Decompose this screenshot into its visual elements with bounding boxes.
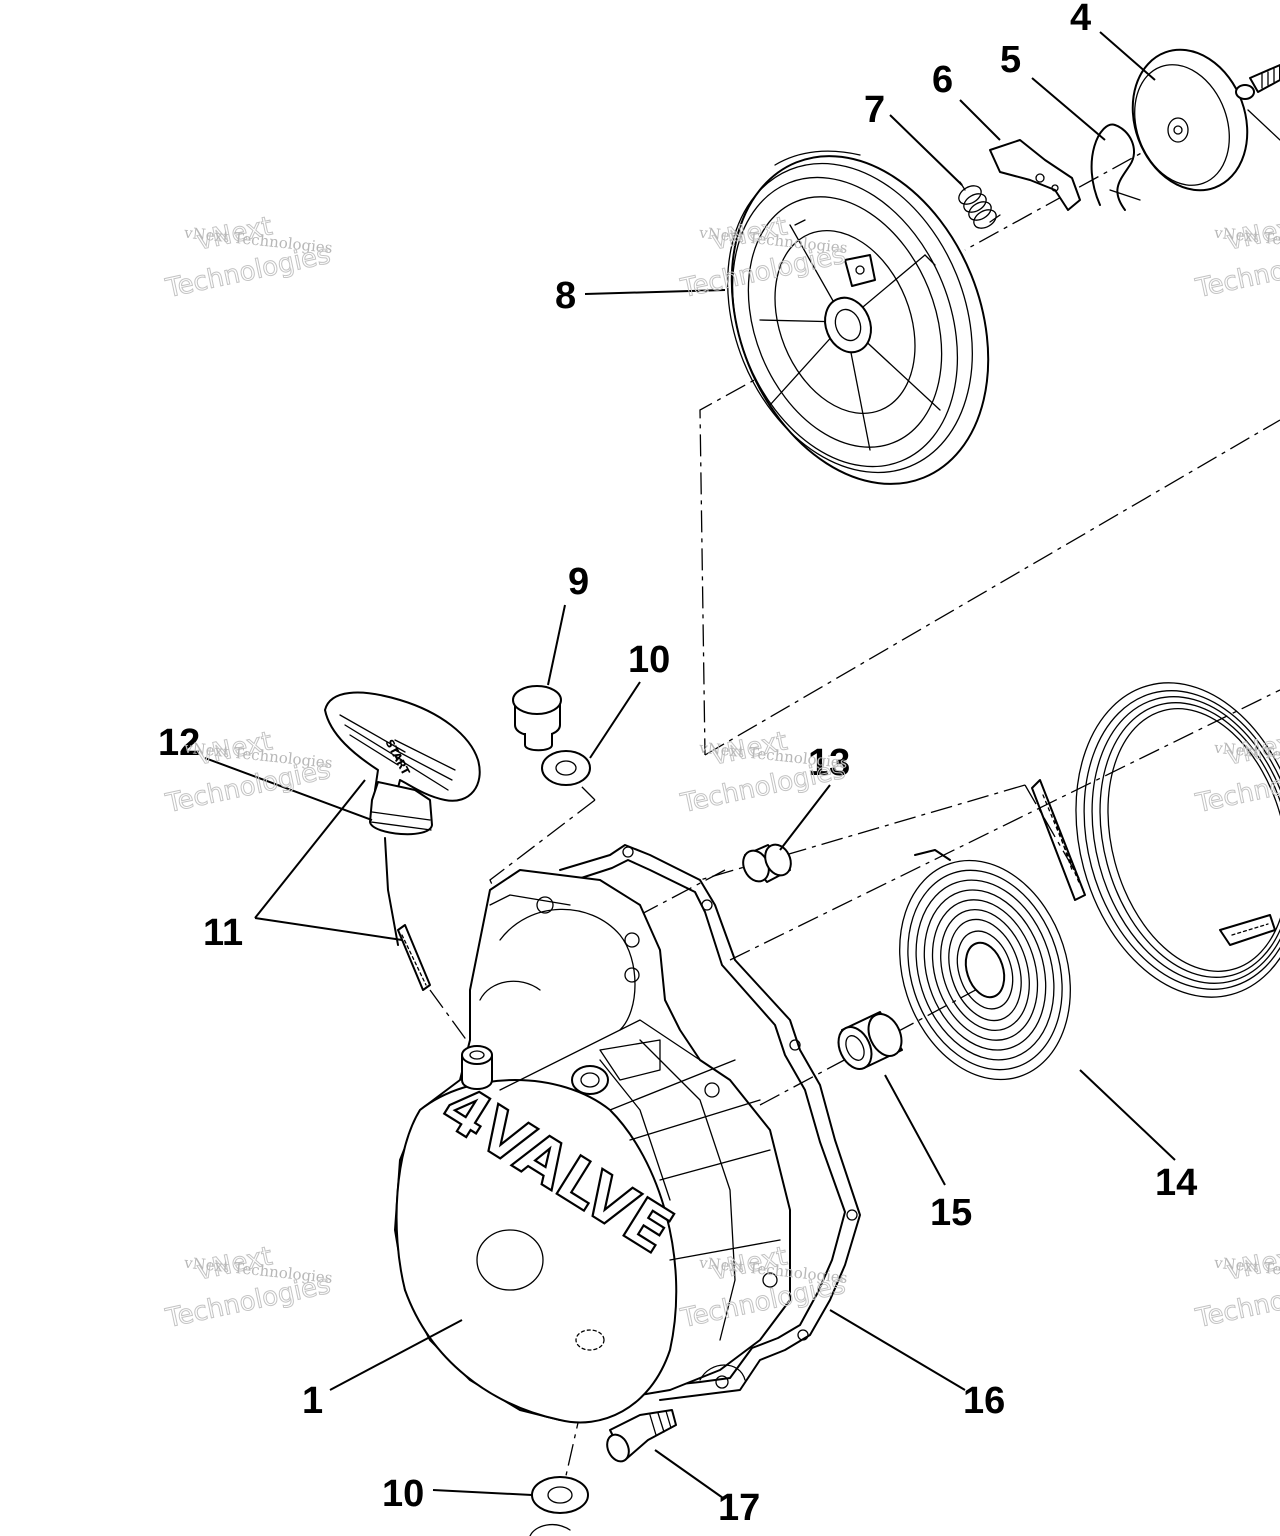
part-5-friction-spring [1090, 123, 1141, 211]
callout-5: 5 [1000, 39, 1021, 81]
callout-1: 1 [302, 1380, 323, 1422]
callout-10-lower: 10 [382, 1473, 424, 1515]
part-7-spring [958, 181, 1001, 229]
part-10-washer-lower [529, 1476, 589, 1536]
watermark: vNext vNext Technologies Technologies [677, 726, 849, 820]
callout-4: 4 [1070, 0, 1091, 39]
callout-14: 14 [1155, 1162, 1197, 1204]
part-8-pulley [727, 150, 990, 485]
callouts: 4 5 6 7 8 9 10 12 13 11 14 15 16 1 10 17 [158, 0, 1197, 1529]
callout-11: 11 [203, 912, 243, 954]
bolt-top-right [1235, 64, 1280, 141]
watermark: vNext vNext Technologies Technologies [677, 1241, 849, 1335]
watermark: vNext vNext Technologies Technologies [1192, 211, 1280, 305]
part-14-recoil-spring [899, 849, 1071, 1081]
svg-text:Technologies: Technologies [163, 755, 334, 819]
callout-15: 15 [930, 1192, 972, 1234]
callout-17: 17 [718, 1487, 760, 1529]
svg-text:Technologies: Technologies [163, 1270, 334, 1334]
part-13-bushing [742, 843, 792, 883]
part-16-gasket [559, 844, 861, 1401]
part-6-pawl [989, 139, 1081, 211]
rope-coil [1031, 682, 1280, 998]
watermark: vNext vNext Technologies Technologies [162, 726, 334, 820]
part-12-handle: START [324, 691, 481, 991]
watermark: vNext vNext Technologies Technologies [162, 211, 334, 305]
callout-9: 9 [568, 561, 589, 603]
svg-text:Technologies: Technologies [678, 755, 849, 819]
callout-7: 7 [864, 89, 885, 131]
part-1-starter-housing: 4VALVE [394, 869, 791, 1424]
part-15-bushing [837, 1011, 903, 1070]
callout-8: 8 [555, 275, 576, 317]
callout-12: 12 [158, 722, 200, 764]
part-4-plate [1131, 48, 1249, 192]
watermark: vNext vNext Technologies Technologies [1192, 726, 1280, 820]
callout-16: 16 [963, 1380, 1005, 1422]
part-9-plug [512, 685, 562, 752]
callout-6: 6 [932, 59, 953, 101]
part-10-washer-upper [541, 750, 591, 786]
part-17-bolt [606, 1409, 677, 1463]
callout-13: 13 [808, 742, 850, 784]
leader-lines [204, 31, 1176, 1499]
watermark: vNext vNext Technologies Technologies [1192, 1241, 1280, 1335]
svg-text:Technologies: Technologies [163, 240, 334, 304]
watermark: vNext vNext Technologies Technologies [162, 1241, 334, 1335]
callout-10-upper: 10 [628, 639, 670, 681]
